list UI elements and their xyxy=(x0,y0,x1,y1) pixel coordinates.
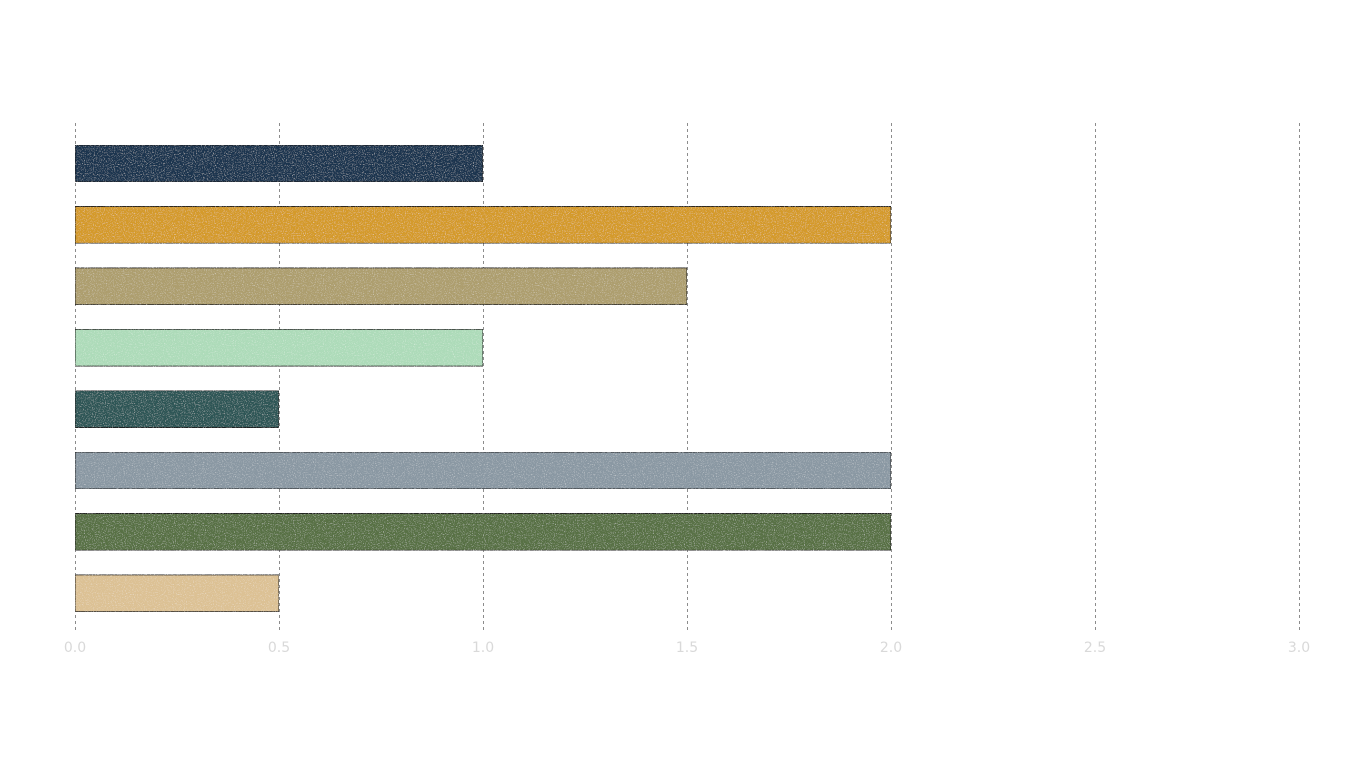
bar xyxy=(74,574,280,613)
gridlines xyxy=(75,123,1300,630)
bar xyxy=(74,328,484,367)
x-tick-label: 0.0 xyxy=(64,640,86,656)
x-tick-label: 2.5 xyxy=(1084,640,1106,656)
x-tick-label: 1.0 xyxy=(472,640,494,656)
bar xyxy=(74,451,892,490)
x-axis-ticks: 0.0 0.5 1.0 1.5 2.0 2.5 3.0 xyxy=(64,640,1310,656)
bar xyxy=(74,390,280,429)
bar xyxy=(74,205,892,244)
x-tick-label: 3.0 xyxy=(1288,640,1310,656)
bars xyxy=(74,144,892,613)
bar xyxy=(74,144,484,183)
bar xyxy=(74,512,892,551)
x-tick-label: 1.5 xyxy=(676,640,698,656)
bar xyxy=(74,267,688,306)
x-tick-label: 2.0 xyxy=(880,640,902,656)
x-tick-label: 0.5 xyxy=(268,640,290,656)
